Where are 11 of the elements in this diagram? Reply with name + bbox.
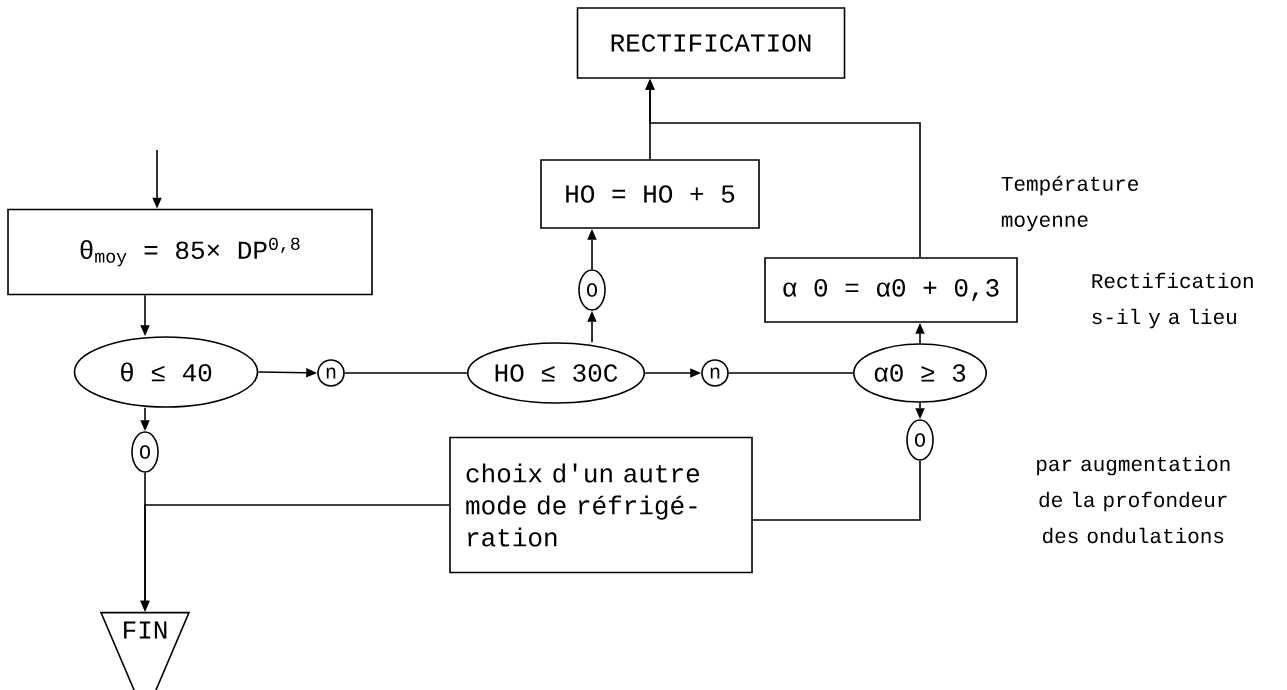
process-box: HO = HO + 5 bbox=[540, 159, 760, 229]
process-box: α 0 = α0 + 0,3 bbox=[764, 257, 1018, 323]
note-text: par augmentation de la profondeur des ondulations bbox=[1037, 455, 1230, 544]
line bbox=[752, 460, 921, 521]
note-text: Température moyenne bbox=[1001, 175, 1138, 232]
process-box: choix d'un autre mode de réfrigé-ration bbox=[449, 436, 753, 574]
line bbox=[344, 372, 468, 374]
process-box: θ$_{moy}$ = 85× DP$^{0,8}$ bbox=[7, 208, 373, 296]
note-text: Rectification s-il y a lieu bbox=[1092, 272, 1253, 329]
process-box: RECTIFICATION bbox=[576, 7, 846, 79]
line bbox=[728, 372, 854, 374]
